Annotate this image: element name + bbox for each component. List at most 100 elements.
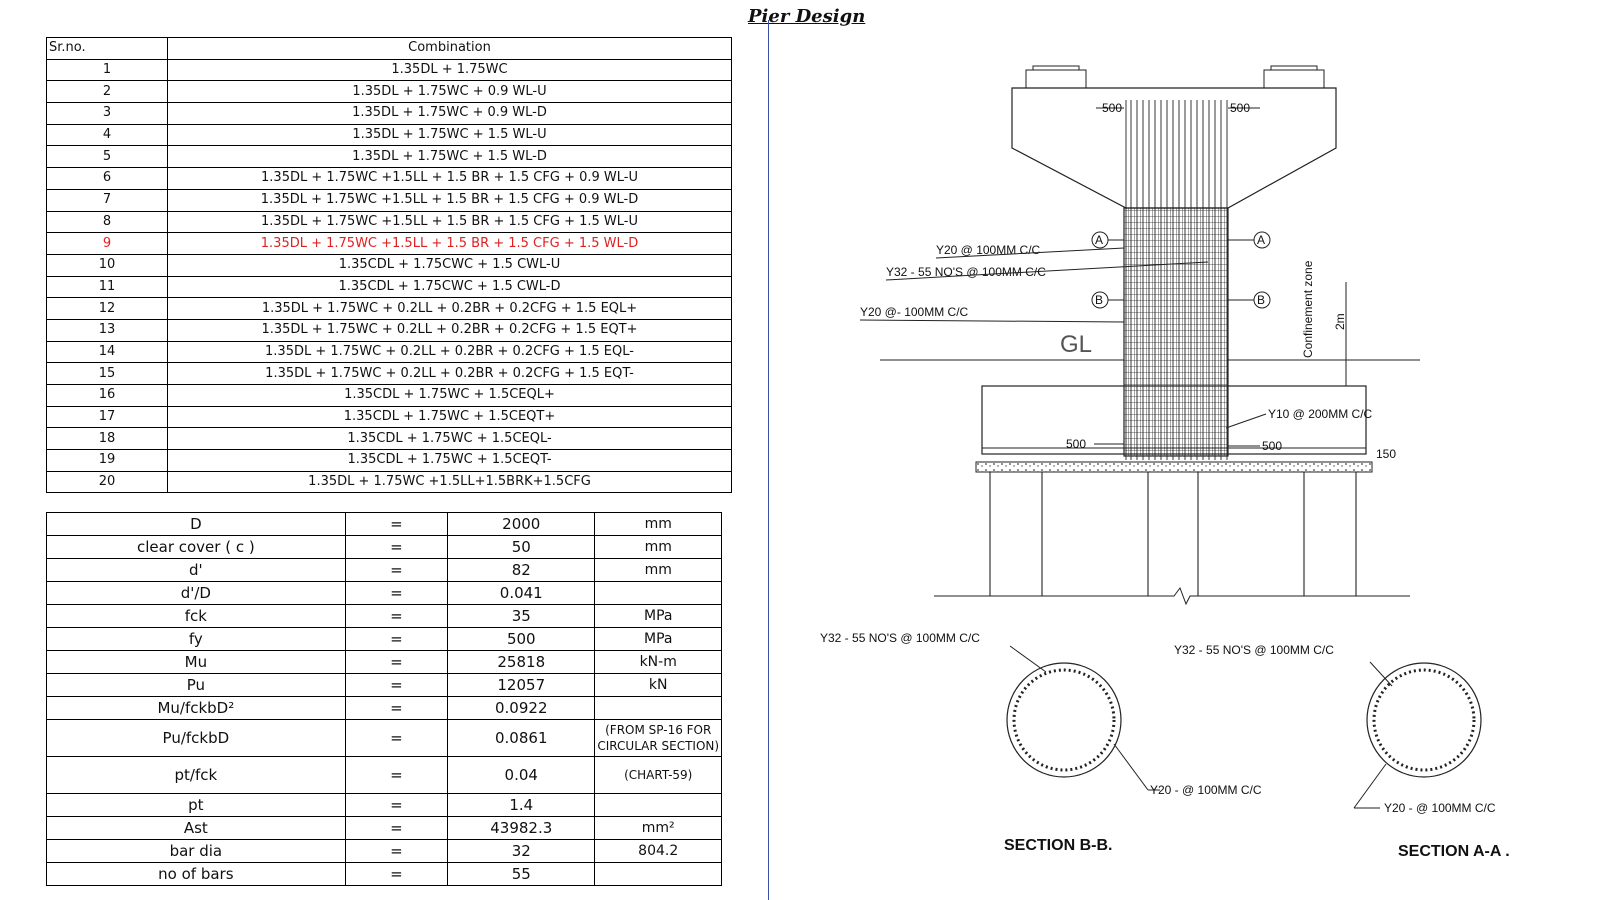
param-equals: = (344, 839, 449, 863)
header-srno: Sr.no. (46, 37, 168, 60)
param-value: 0.0861 (447, 719, 596, 757)
param-unit: mm² (594, 816, 722, 840)
param-value: 2000 (447, 512, 596, 536)
param-unit (594, 696, 722, 720)
row-srno: 2 (46, 80, 168, 104)
param-equals: = (344, 627, 449, 651)
param-unit: mm (594, 535, 722, 559)
param-value: 0.0922 (447, 696, 596, 720)
param-unit: (FROM SP-16 FOR CIRCULAR SECTION) (594, 719, 722, 757)
param-name: Mu (46, 650, 346, 674)
param-name: D (46, 512, 346, 536)
vertical-divider (768, 20, 769, 900)
row-combination: 1.35DL + 1.75WC + 0.2LL + 0.2BR + 0.2CFG… (167, 362, 732, 385)
footing (981, 385, 1367, 455)
row-srno: 19 (46, 449, 168, 472)
param-unit: mm (594, 558, 722, 582)
param-unit: 804.2 (594, 839, 722, 863)
param-equals: = (344, 535, 449, 559)
param-equals: = (344, 816, 449, 840)
param-name: fy (46, 627, 346, 651)
svg-text:B: B (1257, 293, 1265, 307)
param-value: 50 (447, 535, 596, 559)
row-combination: 1.35DL + 1.75WC +1.5LL + 1.5 BR + 1.5 CF… (167, 232, 732, 255)
param-name: clear cover ( c ) (46, 535, 346, 559)
param-name: pt/fck (46, 756, 346, 794)
row-srno: 17 (46, 405, 168, 429)
svg-text:B: B (1095, 293, 1103, 307)
row-combination: 1.35DL + 1.75WC + 1.5 WL-D (167, 145, 732, 169)
footing-bars-label: Y10 @ 200MM C/C (1268, 407, 1373, 421)
row-combination: 1.35DL + 1.75WC + 0.2LL + 0.2BR + 0.2CFG… (167, 297, 732, 320)
param-value: 43982.3 (447, 816, 596, 840)
table-row: no of bars=55 (46, 862, 722, 886)
dim-label: 500 (1262, 439, 1282, 453)
bottom-line (934, 586, 1410, 606)
row-srno: 9 (46, 232, 168, 255)
param-equals: = (344, 581, 449, 605)
dim-label: 150 (1376, 447, 1396, 461)
dim-label: 500 (1230, 101, 1250, 115)
row-srno: 10 (46, 253, 168, 277)
param-name: Pu (46, 673, 346, 697)
row-srno: 18 (46, 427, 168, 451)
row-combination: 1.35DL + 1.75WC + 0.9 WL-D (167, 102, 732, 125)
row-srno: 11 (46, 275, 168, 299)
row-combination: 1.35DL + 1.75WC + 1.5 WL-U (167, 123, 732, 147)
param-unit: kN-m (594, 650, 722, 674)
row-srno: 14 (46, 340, 168, 364)
row-srno: 8 (46, 210, 168, 234)
param-equals: = (344, 719, 449, 757)
row-combination: 1.35CDL + 1.75WC + 1.5CEQL+ (167, 384, 732, 407)
param-value: 32 (447, 839, 596, 863)
row-srno: 16 (46, 384, 168, 407)
row-combination: 1.35DL + 1.75WC + 0.2LL + 0.2BR + 0.2CFG… (167, 318, 732, 342)
param-equals: = (344, 673, 449, 697)
param-equals: = (344, 862, 449, 886)
section-b-bars (1012, 668, 1116, 772)
param-value: 500 (447, 627, 596, 651)
param-unit (594, 862, 722, 886)
param-unit (594, 793, 722, 817)
param-equals: = (344, 512, 449, 536)
row-combination: 1.35DL + 1.75WC +1.5LL + 1.5 BR + 1.5 CF… (167, 188, 732, 212)
param-equals: = (344, 604, 449, 628)
param-value: 82 (447, 558, 596, 582)
dim-label: 500 (1102, 101, 1122, 115)
param-unit: MPa (594, 604, 722, 628)
param-value: 1.4 (447, 793, 596, 817)
piles (989, 472, 1357, 596)
row-combination: 1.35CDL + 1.75WC + 1.5CEQL- (167, 427, 732, 451)
row-srno: 6 (46, 167, 168, 190)
row-srno: 20 (46, 470, 168, 494)
row-combination: 1.35DL + 1.75WC + 0.9 WL-U (167, 80, 732, 104)
row-combination: 1.35CDL + 1.75WC + 1.5CEQT- (167, 449, 732, 472)
param-name: d'/D (46, 581, 346, 605)
section-b-title: SECTION B-B. (1004, 837, 1112, 854)
param-unit (594, 581, 722, 605)
param-name: no of bars (46, 862, 346, 886)
row-srno: 15 (46, 362, 168, 385)
header-combination: Combination (167, 37, 732, 60)
pier-cap (1011, 87, 1337, 209)
